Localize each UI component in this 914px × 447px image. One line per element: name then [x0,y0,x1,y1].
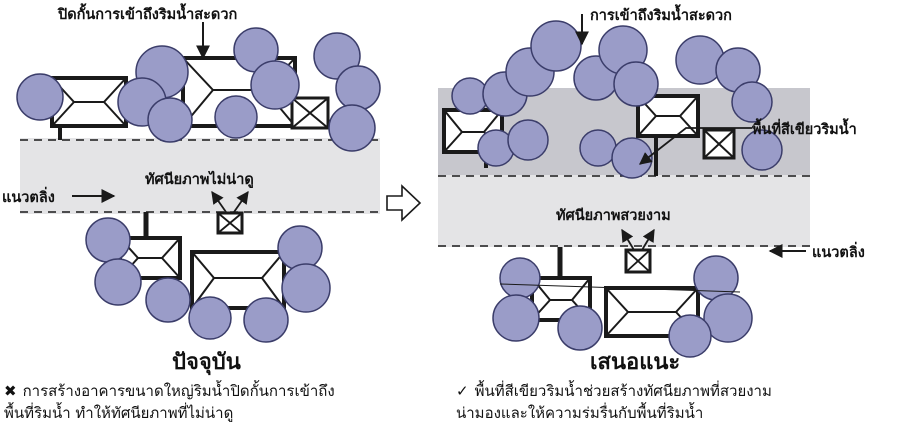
proposed-building-bottom-small [624,248,652,274]
proposed-caption: เสนอแนะ [590,350,681,375]
proposed-view-arrow-left [621,228,635,251]
proposed-label-green: พื้นที่สีเขียวริมน้ำ [752,122,857,138]
proposed-view-arrow-right [641,228,655,251]
current-label-view: ทัศนียภาพไม่น่าดู [145,172,254,188]
current-view-arrow-left [211,190,227,213]
current-trees-bottom [85,217,331,343]
current-desc-line1-text: การสร้างอาคารขนาดใหญ่ริมน้ำปิดกั้นการเข้… [22,382,335,400]
current-label-blocked-access: ปิดกั้นการเข้าถึงริมน้ำสะดวก [58,7,238,23]
proposed-bottom-water-line [499,283,741,293]
proposed-label-view: ทัศนียภาพสวยงาม [556,208,671,224]
current-caption: ปัจจุบัน [172,350,241,375]
current-label-shoreline: แนวตลิ่ง [2,190,55,206]
proposed-panel [438,14,810,358]
check-mark-icon: ✓ [456,382,469,400]
proposed-label-access: การเข้าถึงริมน้ำสะดวก [590,8,732,24]
proposed-desc-line1-text: พื้นที่สีเขียวริมน้ำช่วยสร้างทัศนียภาพที… [474,382,772,400]
current-description-line1: ✖ การสร้างอาคารขนาดใหญ่ริมน้ำปิดกั้นการเข… [4,380,424,402]
current-building-top-left [50,76,128,140]
proposed-description-line1: ✓ พื้นที่สีเขียวริมน้ำช่วยสร้างทัศนียภาพท… [456,380,906,402]
proposed-desc-line2-text: น่ามองและให้ความร่มรื่นกับพื้นที่ริมน้ำ [456,404,704,422]
proposed-trees-bottom [492,255,753,358]
current-panel [16,22,381,343]
proposed-description: ✓ พื้นที่สีเขียวริมน้ำช่วยสร้างทัศนียภาพท… [456,380,906,424]
current-view-arrow-right [233,190,249,213]
proposed-arrow-green-zone [639,127,752,165]
current-description: ✖ การสร้างอาคารขนาดใหญ่ริมน้ำปิดกั้นการเข… [4,380,424,424]
cross-mark-icon: ✖ [4,382,17,400]
proposed-label-shoreline: แนวตลิ่ง [812,245,865,261]
current-canal [20,138,380,214]
current-building-bottom-small [216,211,244,235]
current-building-top-small [290,96,330,130]
current-trees-top [16,27,381,152]
current-desc-line2-text: พื้นที่ริมน้ำ ทำให้ทัศนียภาพที่ไม่น่าดู [4,404,234,422]
proposed-building-top-small [702,128,736,160]
hollow-right-arrow-icon [386,184,422,222]
proposed-trees-top [451,20,783,179]
